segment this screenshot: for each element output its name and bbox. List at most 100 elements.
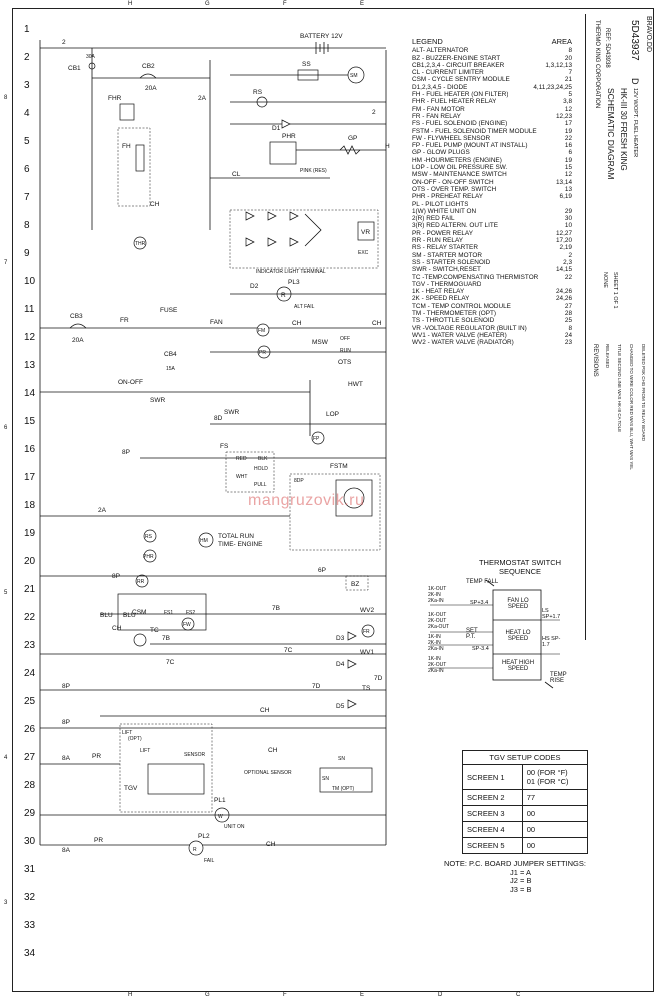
row-number: 18 bbox=[24, 500, 36, 511]
thermostat-sequence-diagram bbox=[430, 579, 560, 689]
tgv-code: 00 bbox=[521, 805, 589, 822]
col-letter: D bbox=[438, 992, 443, 998]
relay-states-mid2: 1K-IN 2K-IN 2Ka-IN bbox=[428, 634, 444, 652]
svg-text:MSW: MSW bbox=[312, 339, 329, 346]
legend-item-area: 19 bbox=[564, 156, 572, 164]
legend-item-area: 2,3 bbox=[563, 258, 572, 266]
legend-item-key: MSW - MAINTENANCE SWITCH bbox=[412, 171, 507, 179]
fan-relay-coil: FR bbox=[361, 624, 375, 638]
col-letter: H bbox=[128, 992, 133, 998]
row-number: 14 bbox=[24, 388, 36, 399]
pilot-light-unit-on: W PL1 UNIT ON bbox=[214, 797, 245, 830]
legend-item-area: 13 bbox=[564, 185, 572, 193]
svg-text:TGV: TGV bbox=[124, 785, 138, 792]
diode-d5: D5 bbox=[336, 699, 357, 710]
legend-item-area: 12,23 bbox=[556, 112, 572, 120]
row-number: 16 bbox=[24, 444, 36, 455]
legend-item: MSW - MAINTENANCE SWITCH 12 bbox=[412, 171, 572, 178]
legend-item-area: 12,27 bbox=[556, 229, 572, 237]
legend-item-area: 20 bbox=[564, 54, 572, 62]
note-line: J3 = B bbox=[510, 884, 532, 894]
svg-text:RS: RS bbox=[145, 534, 153, 540]
legend-item: VR -VOLTAGE REGULATOR (BUILT IN)8 bbox=[412, 325, 572, 332]
legend-item-area: 27 bbox=[564, 302, 572, 310]
row-number: 25 bbox=[24, 696, 36, 707]
svg-text:FW: FW bbox=[183, 622, 191, 628]
svg-text:RR: RR bbox=[137, 579, 145, 585]
col-letter: C bbox=[516, 992, 521, 998]
fuel-solenoid: FS RED BLK WHT HOLD PULL bbox=[220, 443, 275, 493]
svg-text:SN: SN bbox=[322, 776, 329, 782]
svg-text:LOP: LOP bbox=[326, 411, 339, 418]
svg-text:OFF: OFF bbox=[340, 336, 350, 342]
legend-item-area: 12 bbox=[564, 171, 572, 179]
svg-text:FR: FR bbox=[120, 317, 129, 324]
starter-solenoid: SS bbox=[297, 61, 319, 81]
circuit-breaker-cb4: CB4 15A bbox=[164, 351, 177, 372]
diode-d4: D4 bbox=[336, 659, 357, 669]
row-number: 3 bbox=[24, 80, 30, 91]
row-number: 11 bbox=[24, 304, 35, 315]
svg-text:7D: 7D bbox=[374, 675, 383, 682]
legend-item-key: 2(R) RED FAIL bbox=[412, 215, 455, 223]
svg-text:8A: 8A bbox=[62, 755, 71, 762]
svg-text:CH: CH bbox=[112, 625, 122, 632]
legend-item-area: 22 bbox=[564, 273, 572, 281]
water-valve-wv2: WV2 bbox=[360, 607, 374, 614]
relay-states-bot: 1K-IN 2K-OUT 2Ka-IN bbox=[428, 656, 447, 674]
legend-item-key: 3(R) RED ALTERN. OUT LITE bbox=[412, 222, 499, 230]
svg-text:FH: FH bbox=[122, 143, 131, 150]
tgv-screen: SCREEN 3 bbox=[462, 805, 523, 822]
hourmeter: HM TOTAL RUN TIME- ENGINE bbox=[198, 532, 263, 548]
thermoguard-tgv: LIFT LIFT (OPT) SENSOR TGV bbox=[119, 723, 213, 813]
row-number: 8 bbox=[24, 220, 30, 231]
tgv-code-value: 00 bbox=[526, 809, 536, 818]
tgv-screen: SCREEN 5 bbox=[462, 837, 523, 854]
legend-item-area: 13,14 bbox=[556, 178, 572, 186]
svg-text:FAIL: FAIL bbox=[204, 858, 215, 864]
svg-text:PR: PR bbox=[259, 350, 266, 356]
svg-text:CH: CH bbox=[268, 747, 278, 754]
svg-text:WHT: WHT bbox=[236, 474, 247, 480]
legend-item-area: 30 bbox=[564, 215, 572, 223]
svg-text:FSTM: FSTM bbox=[330, 463, 348, 470]
tgv-screen: SCREEN 2 bbox=[462, 789, 523, 806]
legend-item-key: PL - PILOT LIGHTS bbox=[412, 200, 469, 208]
col-number: 6 bbox=[4, 425, 8, 431]
legend-item-key: FM - FAN MOTOR bbox=[412, 105, 465, 113]
legend-item-area: 17 bbox=[564, 120, 572, 128]
legend-item-key: FH - FUEL HEATER (ON FILTER) bbox=[412, 91, 509, 99]
svg-text:D1: D1 bbox=[272, 125, 281, 132]
svg-text:FAN: FAN bbox=[210, 319, 223, 326]
drawing-title: SCHEMATIC DIAGRAM bbox=[606, 88, 616, 180]
tgv-code-value: 77 bbox=[526, 793, 536, 802]
svg-text:CH: CH bbox=[292, 320, 302, 327]
temp-fall-label: TEMP FALL bbox=[466, 579, 499, 585]
svg-text:8DP: 8DP bbox=[294, 478, 304, 484]
svg-text:LIFT: LIFT bbox=[140, 748, 150, 754]
legend-item-area: 6,19 bbox=[559, 193, 572, 201]
legend-item: 2(R) RED FAIL 30 bbox=[412, 215, 572, 222]
circuit-breaker-cb1: CB1 30A bbox=[68, 54, 96, 72]
run-relay: RR bbox=[135, 574, 149, 588]
battery: BATTERY 12V bbox=[290, 33, 386, 54]
svg-text:BZ: BZ bbox=[351, 581, 359, 588]
col-letter: G bbox=[205, 1, 210, 7]
svg-text:BLK: BLK bbox=[258, 456, 268, 462]
svg-text:TS: TS bbox=[362, 685, 371, 692]
row-number: 9 bbox=[24, 248, 30, 259]
legend-item-key: TM - THERMOMETER (OPT) bbox=[412, 309, 497, 317]
